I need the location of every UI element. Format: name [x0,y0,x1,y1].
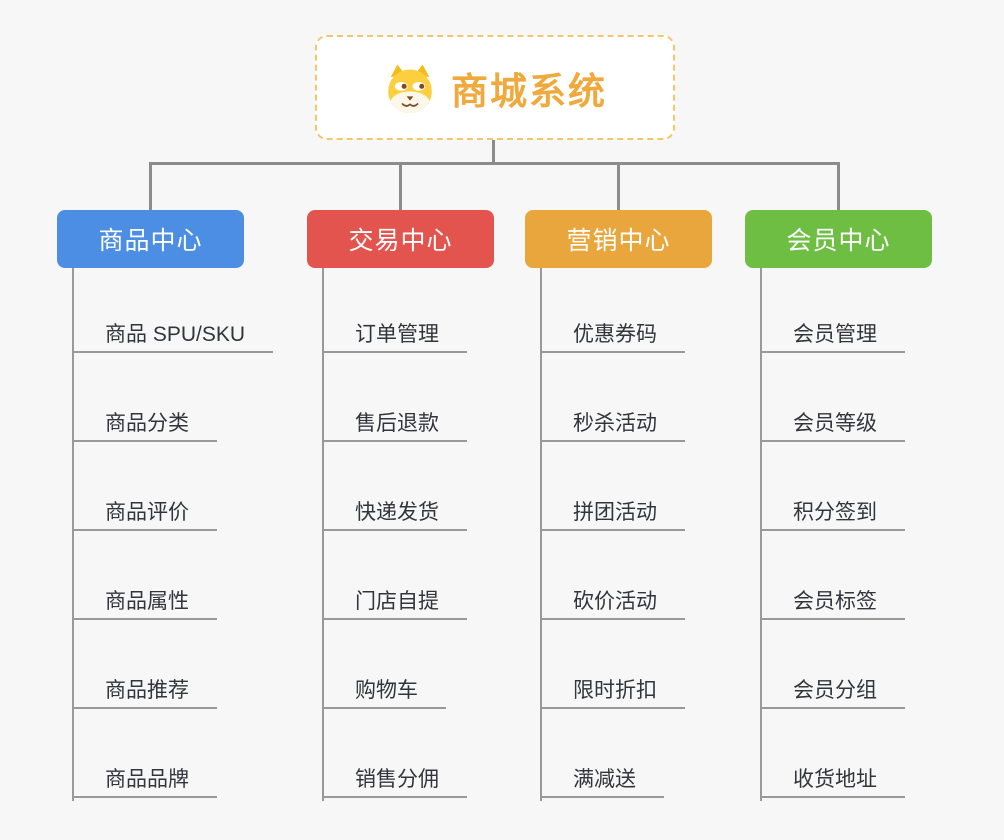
leaf-item[interactable]: 商品分类 [72,404,217,442]
leaf-item[interactable]: 快递发货 [322,493,467,531]
root-node-mall-system[interactable]: 商城系统 [315,35,675,140]
branch-node-member-center[interactable]: 会员中心 [745,210,932,268]
leaf-item[interactable]: 秒杀活动 [540,404,685,442]
leaf-item[interactable]: 商品属性 [72,582,217,620]
leaf-item[interactable]: 订单管理 [322,315,467,353]
column-spine-lines [72,268,762,801]
leaf-item[interactable]: 满减送 [540,760,664,798]
branch-label: 会员中心 [786,227,891,255]
leaf-item[interactable]: 砍价活动 [540,582,685,620]
branch-node-product-center[interactable]: 商品中心 [57,210,244,268]
branch-node-trade-center[interactable]: 交易中心 [307,210,494,268]
leaf-item[interactable]: 会员管理 [760,315,905,353]
leaf-item[interactable]: 销售分佣 [322,760,467,798]
leaf-item[interactable]: 优惠券码 [540,315,685,353]
leaf-item[interactable]: 商品推荐 [72,671,217,709]
leaf-item[interactable]: 收货地址 [760,760,905,798]
branch-label: 营销中心 [566,227,671,255]
leaf-item[interactable]: 会员标签 [760,582,905,620]
tree-connector-lines [149,140,840,210]
leaf-item[interactable]: 商品品牌 [72,760,217,798]
leaf-item[interactable]: 积分签到 [760,493,905,531]
leaf-item[interactable]: 商品 SPU/SKU [72,315,274,353]
leaf-item[interactable]: 限时折扣 [540,671,685,709]
dog-face-icon [388,64,432,113]
branch-node-marketing-center[interactable]: 营销中心 [525,210,712,268]
leaf-item[interactable]: 商品评价 [72,493,217,531]
leaf-item[interactable]: 售后退款 [322,404,467,442]
leaf-item[interactable]: 门店自提 [322,582,467,620]
leaf-item[interactable]: 购物车 [322,671,446,709]
branch-label: 交易中心 [348,227,453,255]
leaf-item[interactable]: 会员等级 [760,404,905,442]
root-node-title: 商城系统 [451,70,607,112]
leaf-item[interactable]: 拼团活动 [540,493,685,531]
leaf-item[interactable]: 会员分组 [760,671,905,709]
branch-label: 商品中心 [98,227,203,255]
